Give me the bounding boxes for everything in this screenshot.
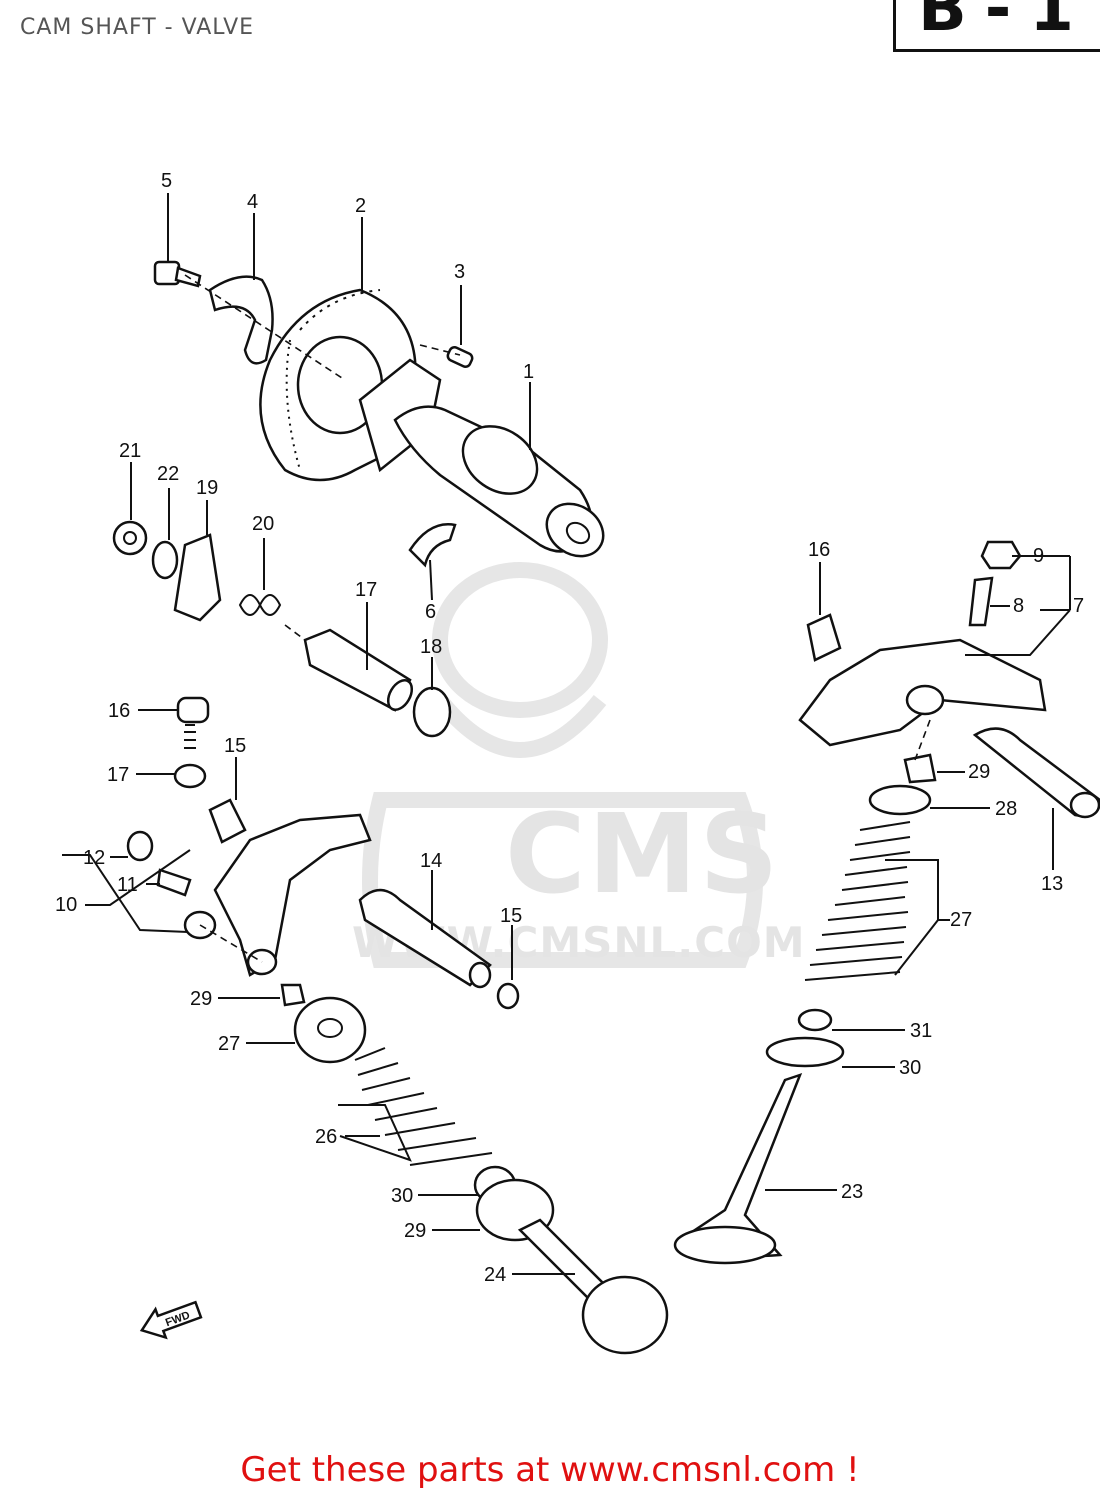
callout-11: 11 — [117, 874, 138, 896]
callout-4: 4 — [247, 191, 258, 213]
callout-16-right: 16 — [808, 539, 830, 561]
callout-13: 13 — [1041, 873, 1063, 895]
callout-17: 16 — [108, 700, 130, 722]
callout-29-left: 29 — [190, 988, 212, 1010]
part-pin-3 — [446, 345, 474, 369]
part-washer-24 — [151, 540, 179, 580]
camshaft — [358, 358, 605, 558]
callout-27-right: 27 — [950, 909, 972, 931]
section-code: B-1 — [918, 0, 1092, 46]
callout-30-left: 29 — [404, 1220, 426, 1242]
callout-14: 14 — [420, 850, 442, 872]
watermark-brand: CMS — [505, 790, 781, 918]
part-shaft-13 — [972, 727, 1100, 819]
part-seal-31-right — [797, 1008, 833, 1032]
part-nut-23 — [112, 520, 148, 556]
callout-31-right: 31 — [910, 1020, 932, 1042]
part-spring-27-left — [354, 1047, 493, 1166]
part-washer-18 — [173, 763, 207, 789]
part-adjuster-8 — [968, 576, 994, 627]
part-spring-22 — [238, 594, 282, 616]
part-nut-12 — [126, 830, 154, 862]
rocker-arm-right — [798, 638, 1047, 747]
part-cotter-29-left — [280, 983, 306, 1007]
callout-16-left: 15 — [224, 735, 246, 757]
part-bracket-4 — [208, 275, 274, 365]
callout-9: 9 — [1033, 545, 1044, 567]
part-valve-25 — [673, 1072, 803, 1265]
fwd-direction-arrow: FWD — [139, 1300, 203, 1340]
callout-6: 6 — [425, 601, 436, 623]
part-shaft-14 — [358, 888, 492, 989]
part-adjuster-11 — [156, 868, 192, 897]
callout-28-right: 28 — [995, 798, 1017, 820]
callout-21: 19 — [196, 477, 218, 499]
part-plate-16-right — [806, 613, 842, 662]
callout-5: 5 — [161, 170, 172, 192]
callout-12: 12 — [83, 847, 105, 869]
section-code-box: B-1 — [893, 0, 1100, 52]
callout-20: 18 — [420, 636, 442, 658]
rocker-arm-left — [213, 813, 372, 977]
part-seat-30-right — [765, 1036, 845, 1068]
callout-10: 10 — [55, 894, 77, 916]
callout-7: 7 — [1073, 595, 1084, 617]
callout-30-right: 30 — [899, 1057, 921, 1079]
callout-28-left: 27 — [218, 1033, 240, 1055]
cms-watermark-logo — [362, 562, 763, 968]
part-nut-9 — [980, 540, 1022, 570]
callout-26: 24 — [484, 1264, 506, 1286]
callout-27-left: 26 — [315, 1126, 337, 1148]
callout-1: 1 — [523, 361, 534, 383]
callout-2: 2 — [355, 195, 366, 217]
callout-19: 17 — [355, 579, 377, 601]
callout-29-right: 29 — [968, 761, 990, 783]
callout-31-left: 30 — [391, 1185, 413, 1207]
part-valve-26 — [517, 1218, 669, 1355]
callout-22: 20 — [252, 513, 274, 535]
callout-8: 8 — [1013, 595, 1024, 617]
part-seal-20 — [412, 686, 452, 738]
footer-cta-link[interactable]: Get these parts at www.cmsnl.com ! — [240, 1450, 860, 1490]
part-cotter-29-right — [903, 753, 937, 784]
callout-3: 3 — [454, 261, 465, 283]
part-plate-16-left — [208, 798, 247, 844]
part-oring-15 — [496, 982, 520, 1010]
part-retainer-28-left — [293, 996, 367, 1064]
part-clip-6 — [408, 523, 457, 568]
part-plate-21 — [173, 533, 222, 622]
callout-25: 23 — [841, 1181, 863, 1203]
page-title: CAM SHAFT - VALVE — [20, 15, 255, 40]
callout-15: 15 — [500, 905, 522, 927]
part-retainer-28-right — [868, 784, 932, 816]
callout-23: 21 — [119, 440, 141, 462]
callout-18: 17 — [107, 764, 129, 786]
callout-24: 22 — [157, 463, 179, 485]
leader-lines — [62, 193, 1071, 1275]
part-spring-27-right — [804, 821, 911, 981]
part-bolt-17 — [176, 696, 210, 749]
part-shaft-19 — [303, 628, 414, 712]
part-bolt-5 — [153, 260, 202, 288]
